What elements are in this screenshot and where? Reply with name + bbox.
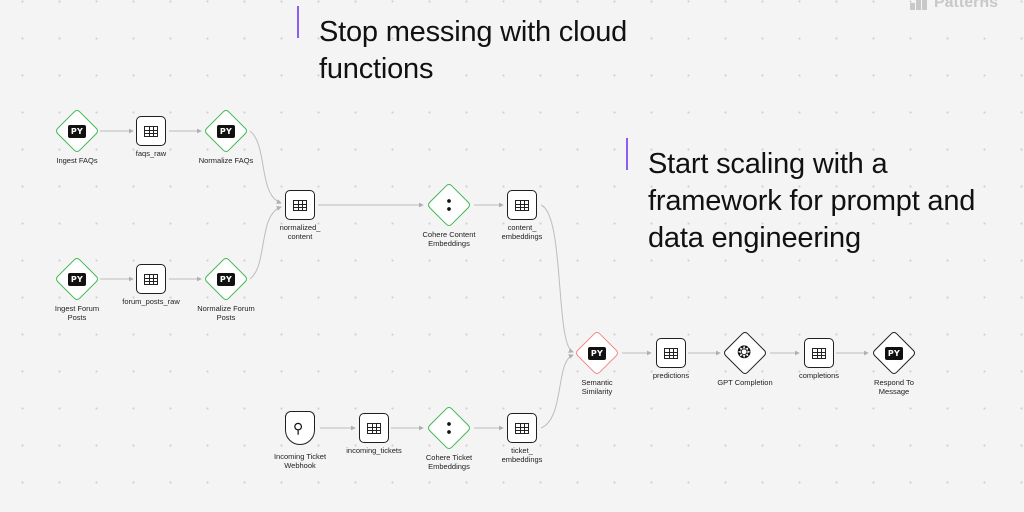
- node-label: GPT Completion: [717, 378, 773, 387]
- table-icon: [144, 274, 158, 285]
- edge-ticket-embeddings-to-semantic-similarity: [540, 354, 574, 429]
- table-icon: [515, 423, 529, 434]
- node-label: completions: [798, 371, 840, 380]
- edge-normalize-forum-to-normalized-content: [249, 206, 282, 280]
- accent-bar: [626, 138, 628, 170]
- openai-icon: ❂: [737, 343, 752, 362]
- edge-content-embeddings-to-semantic-similarity: [540, 204, 574, 353]
- node-label: Ingest Forum Posts: [54, 304, 100, 322]
- headline-secondary: Start scaling with a framework for promp…: [626, 138, 978, 257]
- more-vertical-icon: [447, 422, 451, 434]
- node-label: ticket_ embeddings: [501, 446, 543, 464]
- headline-secondary-text: Start scaling with a framework for promp…: [648, 148, 976, 254]
- python-badge-icon: PY: [68, 125, 86, 138]
- table-icon: [293, 200, 307, 211]
- patterns-logo-icon: [909, 0, 928, 10]
- node-label: Incoming Ticket Webhook: [273, 452, 327, 470]
- node-label: forum_posts_raw: [122, 297, 180, 306]
- python-badge-icon: PY: [588, 347, 606, 360]
- node-label: Normalize Forum Posts: [197, 304, 255, 322]
- brand-logo: Patterns: [909, 0, 998, 12]
- node-label: faqs_raw: [135, 149, 167, 158]
- python-badge-icon: PY: [885, 347, 903, 360]
- node-label: content_ embeddings: [501, 223, 543, 241]
- node-label: Ingest FAQs: [56, 156, 98, 165]
- node-label: Cohere Ticket Embeddings: [425, 453, 473, 471]
- node-label: incoming_tickets: [346, 446, 402, 455]
- headline-primary: Stop messing with cloud functions: [297, 6, 659, 88]
- accent-bar: [297, 6, 299, 38]
- brand-name: Patterns: [933, 0, 998, 11]
- node-label: Respond To Message: [874, 378, 914, 396]
- table-icon: [664, 348, 678, 359]
- headline-primary-text: Stop messing with cloud functions: [319, 16, 628, 85]
- webhook-icon: ⚲: [293, 420, 304, 436]
- table-icon: [144, 126, 158, 137]
- node-label: predictions: [652, 371, 690, 380]
- node-label: Normalize FAQs: [198, 156, 254, 165]
- edge-normalize-faqs-to-normalized-content: [249, 130, 282, 204]
- python-badge-icon: PY: [217, 125, 235, 138]
- python-badge-icon: PY: [68, 273, 86, 286]
- node-label: normalized_ content: [279, 223, 321, 241]
- more-vertical-icon: [447, 199, 451, 211]
- table-icon: [367, 423, 381, 434]
- node-label: Semantic Similarity: [581, 378, 613, 396]
- node-label: Cohere Content Embeddings: [422, 230, 476, 248]
- table-icon: [812, 348, 826, 359]
- python-badge-icon: PY: [217, 273, 235, 286]
- table-icon: [515, 200, 529, 211]
